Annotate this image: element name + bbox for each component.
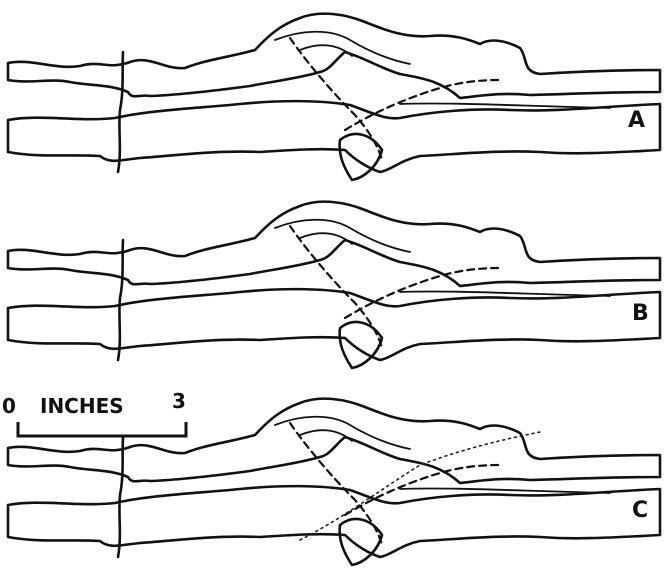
scale-bar-end: 3 <box>172 389 186 413</box>
panel-label-a: A <box>628 108 645 133</box>
panel-a: A <box>8 14 660 180</box>
panel-label-b: B <box>632 301 649 326</box>
scale-bar: 0 INCHES 3 <box>2 389 186 436</box>
scale-bar-line <box>18 422 186 436</box>
panel-label-c: C <box>632 498 648 523</box>
panel-b: B <box>8 202 660 368</box>
panel-c-dotted-trace <box>300 432 540 540</box>
scale-bar-start: 0 <box>2 394 16 418</box>
panel-c: C <box>8 399 660 565</box>
scale-bar-unit: INCHES <box>40 394 124 418</box>
